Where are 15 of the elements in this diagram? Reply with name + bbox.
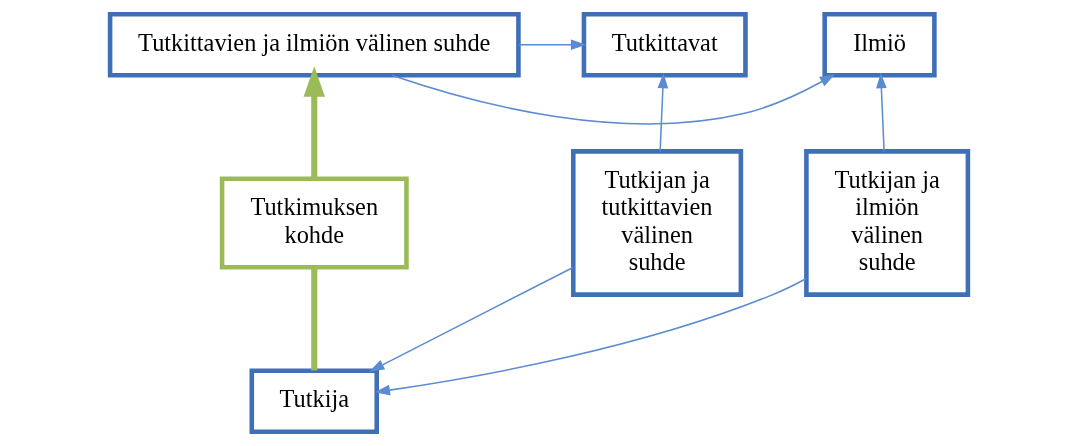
node-box: Tutkittavien ja ilmiön välinen suhde bbox=[107, 11, 521, 78]
node-box: Tutkijan ja tutkittavien välinen suhde bbox=[571, 149, 744, 297]
arrow bbox=[391, 74, 835, 125]
node-box: Tutkimuksen kohde bbox=[219, 176, 409, 270]
arrow bbox=[657, 73, 669, 152]
node-box: Tutkija bbox=[249, 368, 379, 435]
arrow bbox=[303, 66, 325, 179]
node-box: Ilmiö bbox=[822, 11, 937, 78]
arrow bbox=[518, 39, 587, 51]
arrow bbox=[374, 277, 807, 396]
node-box: Tutkittavat bbox=[581, 11, 748, 78]
arrow bbox=[876, 73, 887, 152]
node-box: Tutkijan ja ilmiön välinen suhde bbox=[804, 149, 971, 297]
connector bbox=[311, 267, 318, 371]
arrow bbox=[369, 266, 574, 372]
